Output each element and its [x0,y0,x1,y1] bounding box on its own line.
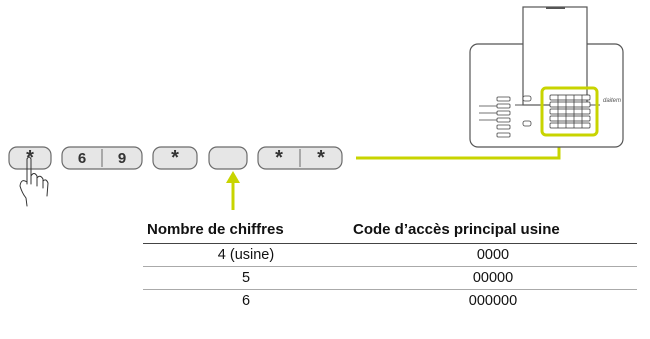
key-label: * [317,147,325,169]
key-group-69: 6 9 [61,146,143,170]
table-row: 6 000000 [143,290,637,313]
key-label: 9 [118,150,126,167]
key-star-4[interactable]: * [317,147,325,169]
arrow-up-icon [226,171,240,210]
key-label: * [275,147,283,169]
table-header-row: Nombre de chiffres Code d’accès principa… [143,218,637,244]
key-9[interactable]: 9 [118,150,126,167]
key-group-stars: * * [257,146,343,170]
column-header: Nombre de chiffres [143,218,349,244]
key-blank-code[interactable] [208,146,248,170]
key-label: 6 [78,150,86,167]
table-cell: 4 (usine) [143,243,349,267]
table-row: 4 (usine) 0000 [143,243,637,267]
key-star-3[interactable]: * [275,147,283,169]
table-row: 5 00000 [143,266,637,290]
table-cell: 00000 [349,266,637,290]
column-header: Code d’accès principal usine [349,218,637,244]
brand-logo: daitem [603,98,621,104]
alarm-device: daitem [469,6,624,148]
table-cell: 000000 [468,293,518,309]
table-cell: 6 [241,293,251,309]
access-code-table: Nombre de chiffres Code d’accès principa… [143,218,637,312]
key-star-2[interactable]: * [152,146,198,170]
key-label: * [171,147,179,169]
keypad-sequence: * 6 9 * * * [8,146,343,170]
table-cell: 0000 [349,243,637,267]
indicator-column [479,96,511,138]
side-buttons [522,95,532,127]
table-cell: 5 [143,266,349,290]
keypad-highlight [540,86,599,137]
key-6[interactable]: 6 [78,150,86,167]
device-keypad [549,94,591,129]
hand-pointer-icon [19,156,49,207]
device-back-panel [522,6,588,106]
